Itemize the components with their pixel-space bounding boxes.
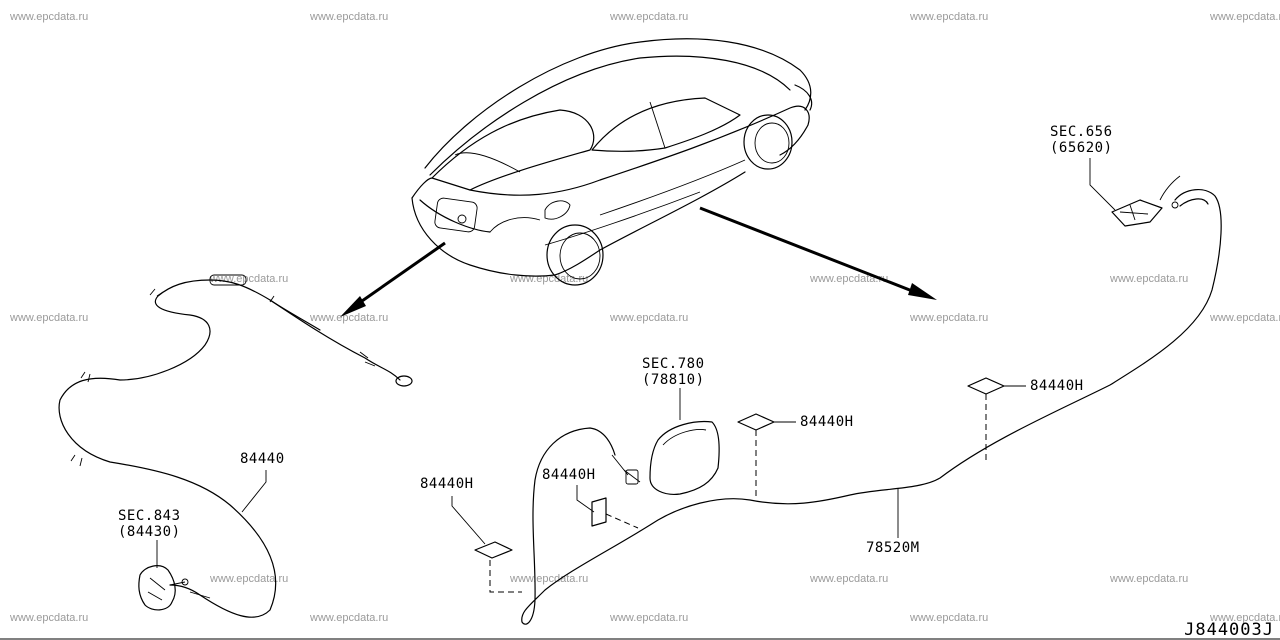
label-sec-780: SEC.780 [642, 356, 705, 372]
watermark: www.epcdata.ru [610, 612, 689, 624]
label-part-84440: 84440 [240, 451, 285, 467]
watermark: www.epcdata.ru [1110, 273, 1189, 285]
watermark: www.epcdata.ru [910, 11, 989, 23]
label-ref-84430: (84430) [118, 524, 181, 540]
label-ref-78810: (78810) [642, 372, 705, 388]
watermark: www.epcdata.ru [10, 312, 89, 324]
label-part-84440h: 84440H [1030, 378, 1084, 394]
watermark: www.epcdata.ru [310, 612, 389, 624]
label-ref-65620: (65620) [1050, 140, 1113, 156]
car-illustration [411, 38, 813, 286]
watermark: www.epcdata.ru [610, 312, 689, 324]
watermark: www.epcdata.ru [10, 612, 89, 624]
watermark: www.epcdata.ru [1110, 573, 1189, 585]
direction-arrow [340, 241, 446, 317]
label-part-84440h: 84440H [542, 467, 596, 483]
watermark: www.epcdata.ru [310, 312, 389, 324]
watermark: www.epcdata.ru [910, 312, 989, 324]
diagram-code: J844003J [1184, 620, 1274, 640]
watermark: www.epcdata.ru [510, 573, 589, 585]
watermark: www.epcdata.ru [910, 612, 989, 624]
label-part-84440h: 84440H [800, 414, 854, 430]
watermark: www.epcdata.ru [610, 11, 689, 23]
label-sec-843: SEC.843 [118, 508, 181, 524]
label-part-78520m: 78520M [866, 540, 920, 556]
watermark: www.epcdata.ru [1210, 612, 1280, 624]
watermark: www.epcdata.ru [1210, 11, 1280, 23]
trunk-lock-assembly [138, 540, 211, 611]
label-sec-656: SEC.656 [1050, 124, 1113, 140]
watermark: www.epcdata.ru [810, 273, 889, 285]
watermark: www.epcdata.ru [10, 11, 89, 23]
watermark: www.epcdata.ru [1210, 312, 1280, 324]
trunk-opener-cable [58, 274, 413, 618]
watermark: www.epcdata.ru [210, 573, 289, 585]
watermark: www.epcdata.ru [810, 573, 889, 585]
fuel-lid-opener-cable [451, 158, 1222, 625]
direction-arrow [699, 206, 937, 300]
watermark: www.epcdata.ru [310, 11, 389, 23]
label-part-84440h: 84440H [420, 476, 474, 492]
